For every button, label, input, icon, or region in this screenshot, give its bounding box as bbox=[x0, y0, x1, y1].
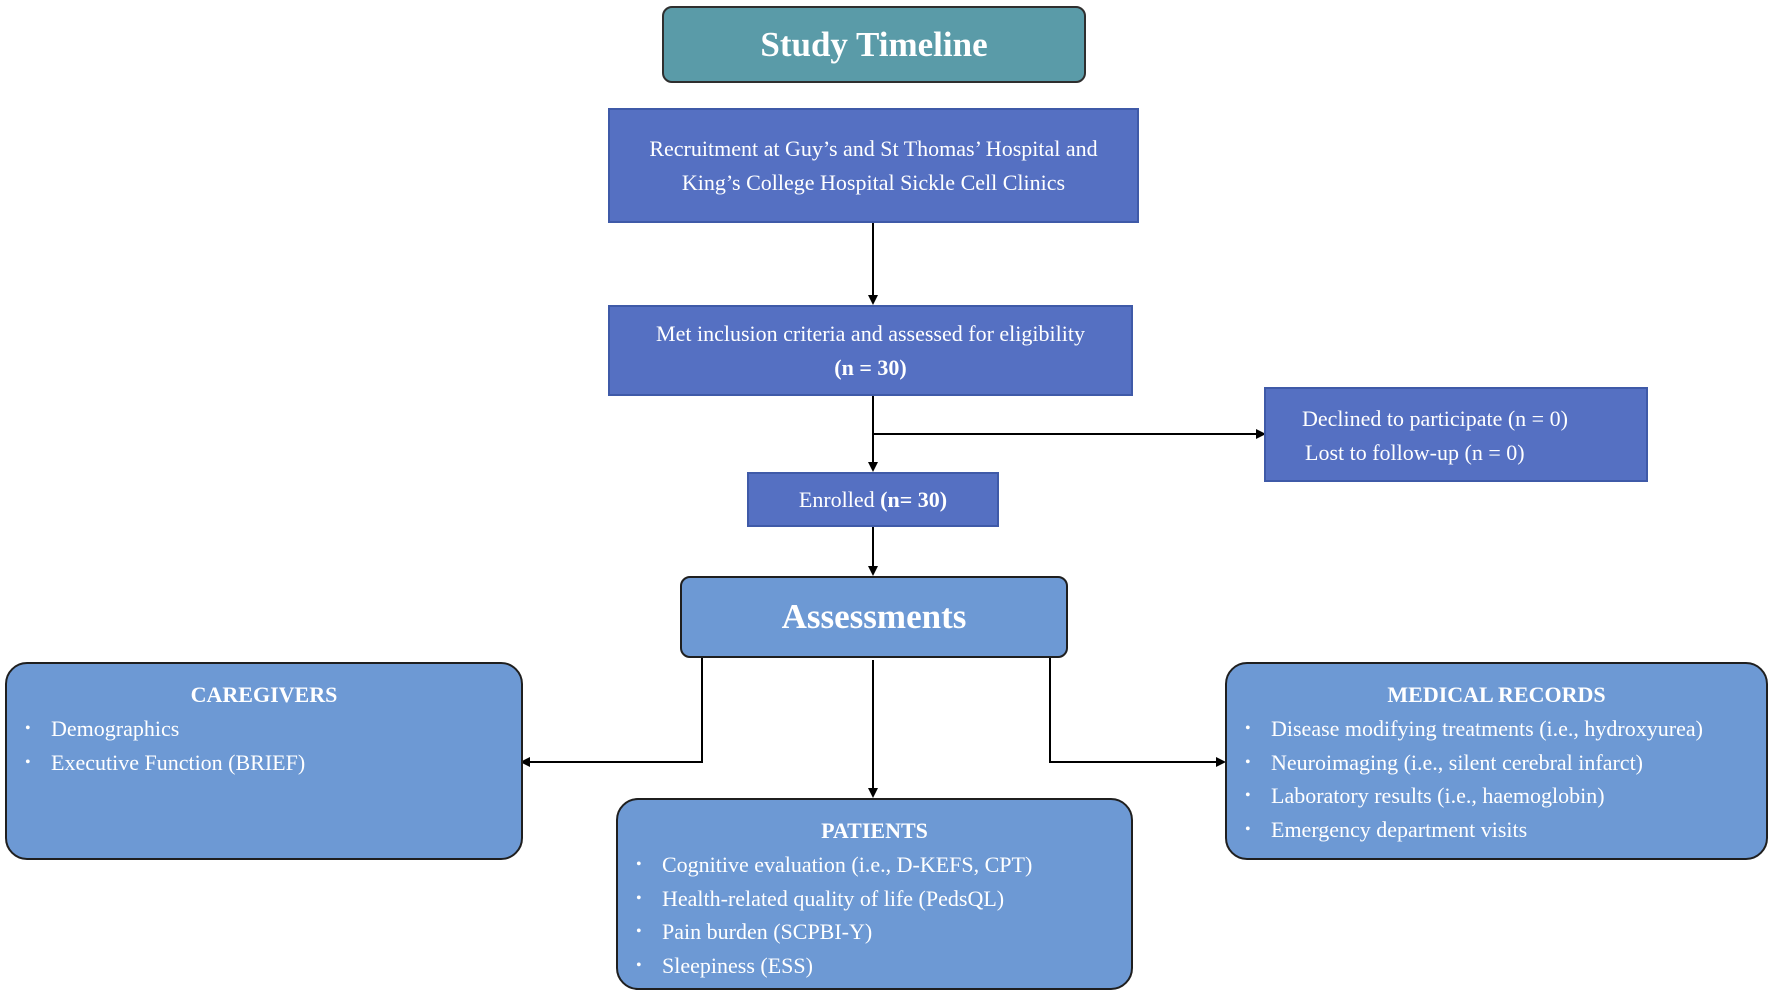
lost-to-follow-up-text: Lost to follow-up (n = 0) bbox=[1305, 440, 1525, 465]
enrolled-text: Enrolled (n= 30) bbox=[799, 483, 947, 517]
arrow-assessments-to-caregivers bbox=[520, 657, 703, 767]
recruitment-line-1: Recruitment at Guy’s and St Thomas’ Hosp… bbox=[649, 135, 1098, 161]
enrolled-label: Enrolled bbox=[798, 486, 881, 512]
study-timeline-title: Study Timeline bbox=[760, 24, 988, 64]
eligibility-text: Met inclusion criteria and assessed for … bbox=[656, 320, 1085, 346]
eligibility-count: (n = 30) bbox=[834, 354, 907, 380]
medical-records-item: Laboratory results (i.e., haemoglobin) bbox=[1245, 779, 1766, 813]
patients-item: Health-related quality of life (PedsQL) bbox=[636, 882, 1131, 916]
medical-records-item: Emergency department visits bbox=[1245, 813, 1766, 847]
caregivers-item: Executive Function (BRIEF) bbox=[25, 746, 521, 780]
enrolled-box: Enrolled (n= 30) bbox=[747, 472, 999, 527]
caregivers-item: Demographics bbox=[25, 712, 521, 746]
caregivers-list: Demographics Executive Function (BRIEF) bbox=[7, 712, 521, 779]
patients-title: PATIENTS bbox=[821, 818, 928, 843]
medical-records-item: Disease modifying treatments (i.e., hydr… bbox=[1245, 712, 1766, 746]
caregivers-panel: CAREGIVERS Demographics Executive Functi… bbox=[5, 662, 523, 860]
medical-records-list: Disease modifying treatments (i.e., hydr… bbox=[1227, 712, 1766, 846]
eligibility-box: Met inclusion criteria and assessed for … bbox=[608, 305, 1133, 396]
patients-list: Cognitive evaluation (i.e., D-KEFS, CPT)… bbox=[618, 848, 1131, 982]
declined-text: Declined to participate (n = 0) bbox=[1302, 406, 1568, 431]
patients-item: Sleepiness (ESS) bbox=[636, 949, 1131, 983]
caregivers-title: CAREGIVERS bbox=[190, 682, 338, 707]
recruitment-box: Recruitment at Guy’s and St Thomas’ Hosp… bbox=[608, 108, 1139, 223]
medical-records-item: Neuroimaging (i.e., silent cerebral infa… bbox=[1245, 746, 1766, 780]
patients-item: Cognitive evaluation (i.e., D-KEFS, CPT) bbox=[636, 848, 1131, 882]
medical-records-panel: MEDICAL RECORDS Disease modifying treatm… bbox=[1225, 662, 1768, 860]
patients-panel: PATIENTS Cognitive evaluation (i.e., D-K… bbox=[616, 798, 1133, 990]
assessments-title: Assessments bbox=[781, 597, 967, 636]
recruitment-line-2: King’s College Hospital Sickle Cell Clin… bbox=[681, 169, 1066, 195]
medical-records-title: MEDICAL RECORDS bbox=[1387, 682, 1606, 707]
excluded-box: Declined to participate (n = 0) Lost to … bbox=[1264, 387, 1648, 482]
patients-item: Pain burden (SCPBI-Y) bbox=[636, 915, 1131, 949]
assessments-box: Assessments bbox=[680, 576, 1068, 658]
enrolled-count: (n= 30) bbox=[880, 486, 948, 512]
arrow-assessments-to-medical-records bbox=[1049, 657, 1226, 767]
study-timeline-header: Study Timeline bbox=[662, 6, 1086, 83]
